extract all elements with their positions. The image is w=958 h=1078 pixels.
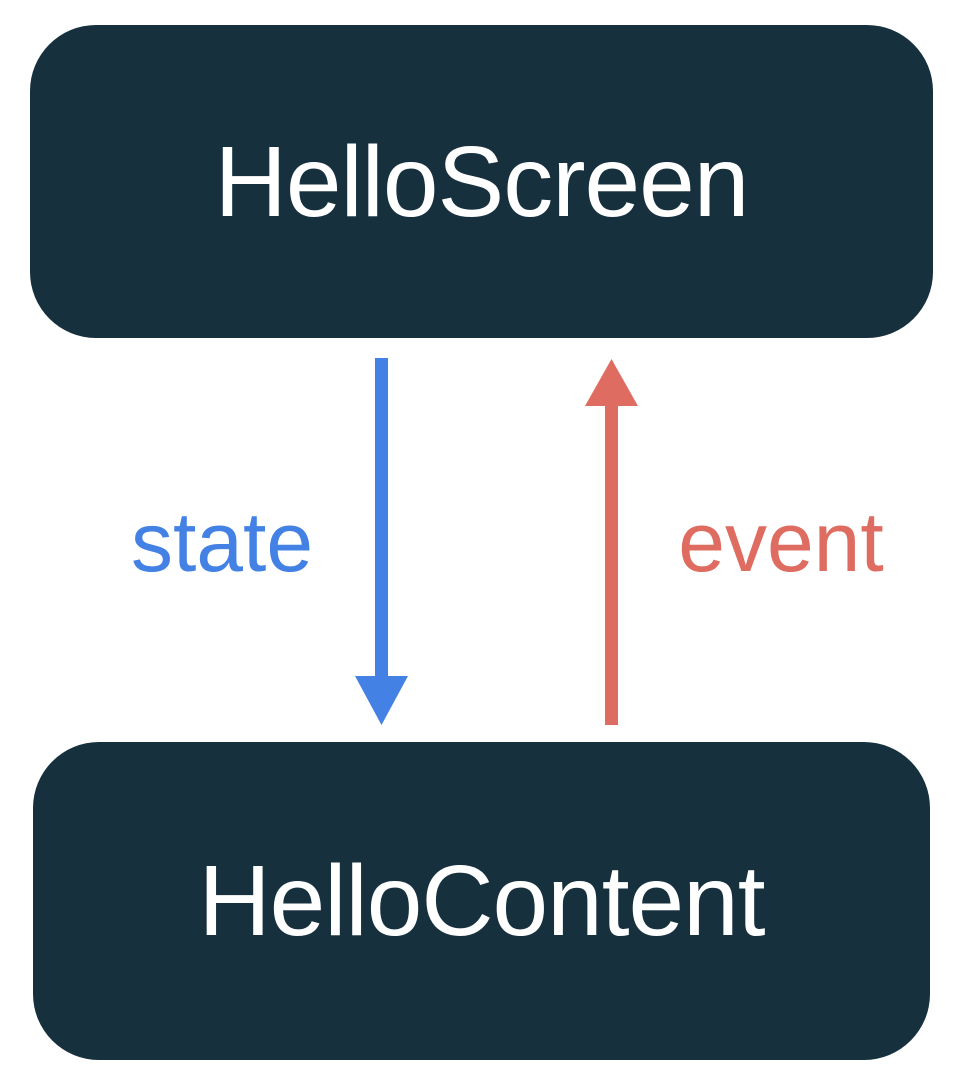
node-hellocontent-label: HelloContent (198, 845, 765, 957)
node-helloscreen-label: HelloScreen (214, 125, 750, 238)
state-edge-label: state (130, 495, 314, 589)
event-arrow-up-icon (585, 359, 638, 725)
state-arrow-down-icon (355, 358, 408, 725)
node-hellocontent: HelloContent (33, 742, 930, 1060)
event-edge-label: event (678, 495, 884, 589)
arrows-layer (355, 358, 638, 725)
node-helloscreen: HelloScreen (30, 25, 933, 338)
